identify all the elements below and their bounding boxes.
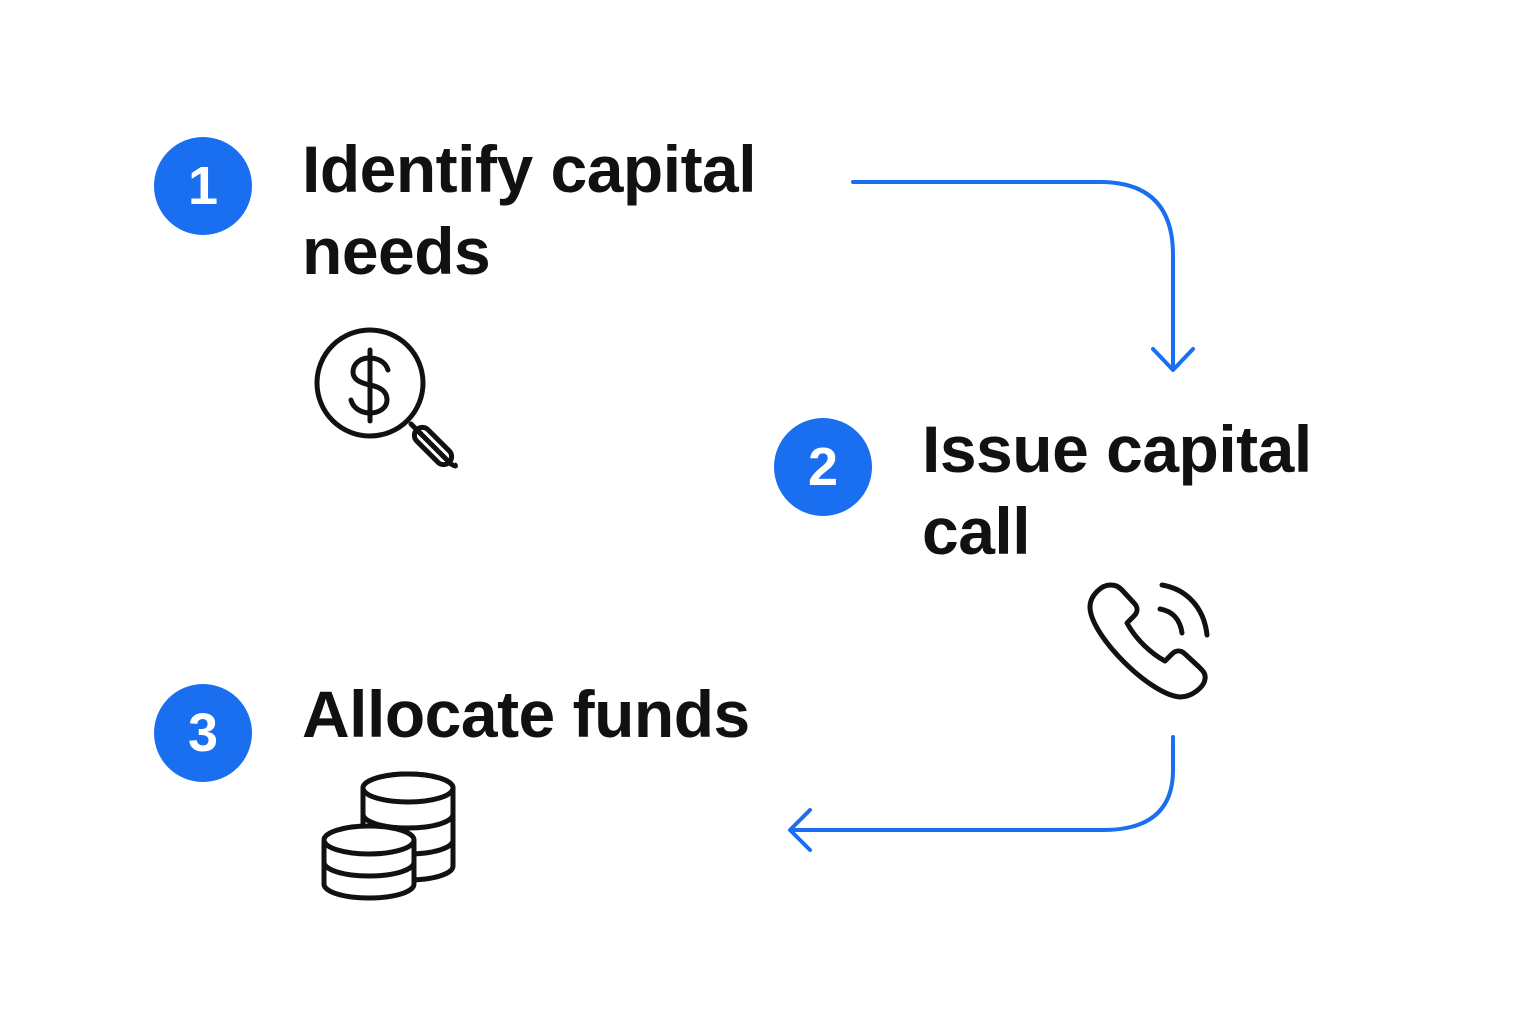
step-2-title-line-1: Issue capital	[922, 412, 1312, 486]
step-1-number-badge: 1	[154, 137, 252, 235]
step-2-title-line-2: call	[922, 494, 1031, 568]
step-3-number-badge: 3	[154, 684, 252, 782]
step-1-title: Identify capital needs	[302, 128, 757, 292]
step-2-title: Issue capital call	[922, 408, 1312, 572]
step-3-title: Allocate funds	[302, 673, 750, 755]
arrowhead-down-icon	[1151, 347, 1195, 372]
phone-call-icon	[1087, 582, 1210, 700]
step-1-title-line-1: Identify capital	[302, 132, 757, 206]
magnifier-dollar-icon	[314, 327, 458, 469]
connector-2-to-3	[791, 735, 1175, 832]
coin-stack-icon	[321, 771, 456, 901]
step-3-title-line-1: Allocate funds	[302, 677, 750, 751]
step-2-number-badge: 2	[774, 418, 872, 516]
step-1-title-line-2: needs	[302, 214, 491, 288]
arrowhead-left-icon	[788, 808, 812, 852]
connector-1-to-2	[851, 180, 1175, 370]
